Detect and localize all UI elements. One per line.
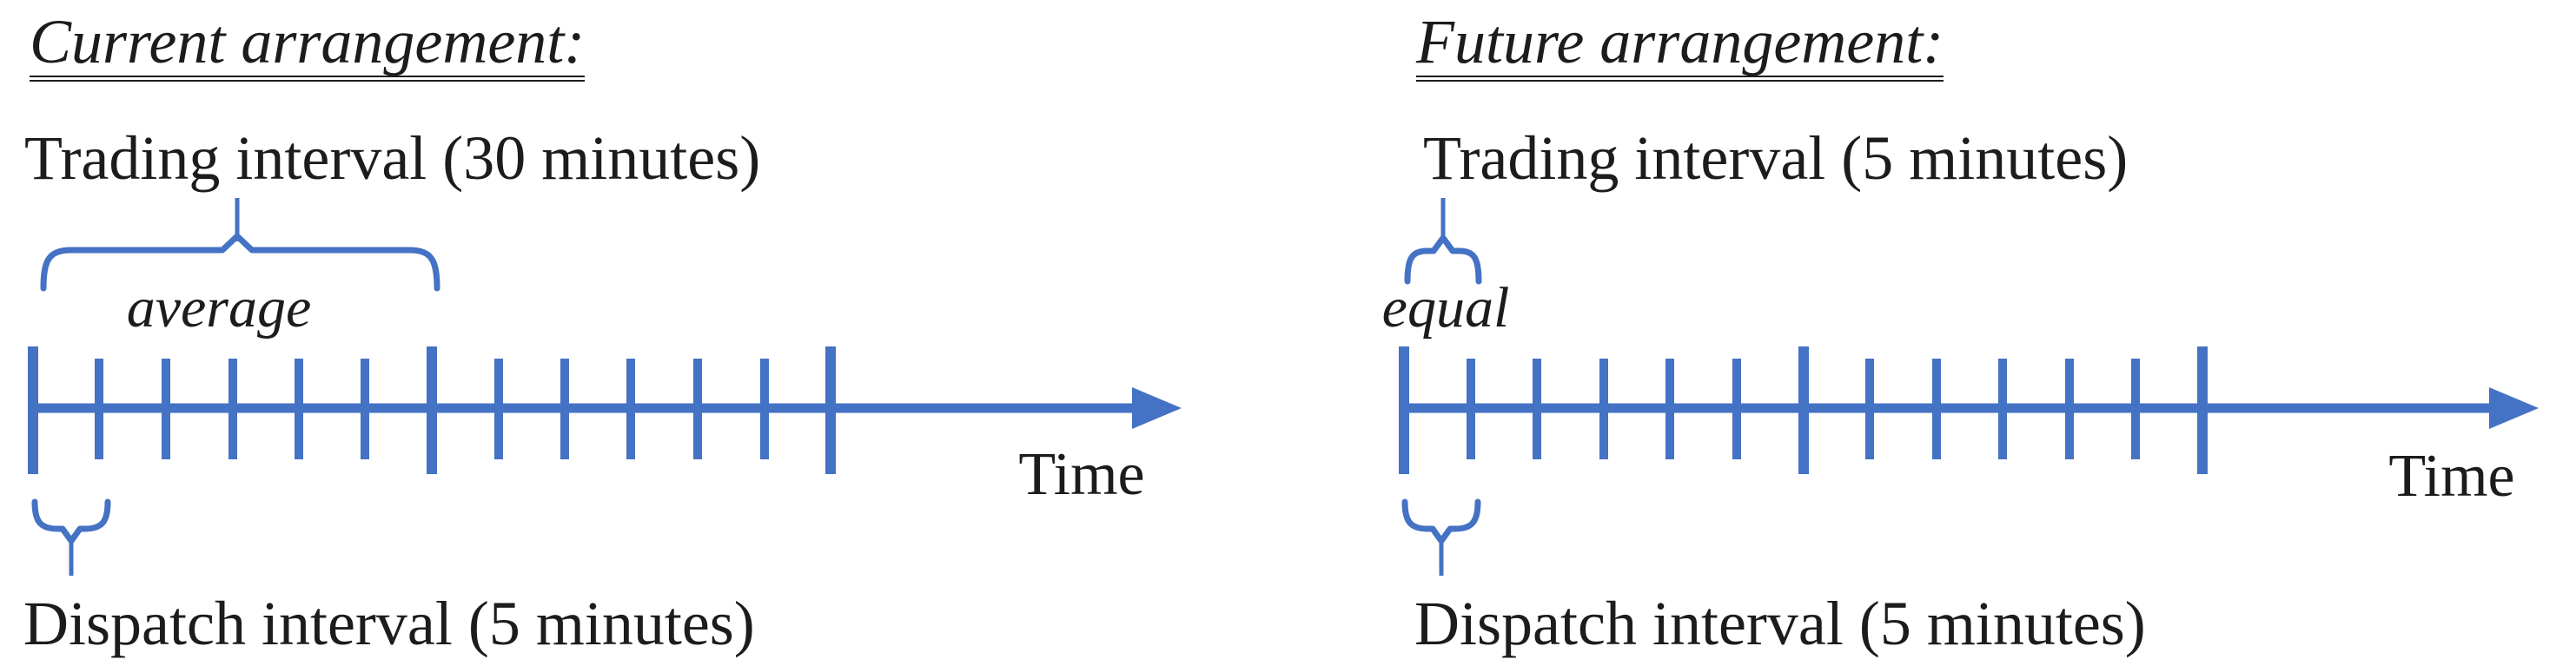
current-time-axis-label: Time — [1018, 441, 1145, 508]
current-dispatch-interval-label: Dispatch interval (5 minutes) — [23, 589, 755, 658]
future-dispatch-brace — [1401, 498, 1481, 544]
current-timeline — [28, 198, 1182, 576]
future-trading-interval-label: Trading interval (5 minutes) — [1423, 123, 2129, 193]
current-ticks — [28, 346, 836, 474]
current-relationship-label: average — [126, 276, 312, 340]
future-relationship-label: equal — [1381, 276, 1510, 340]
future-timeline — [1399, 198, 2539, 576]
current-dispatch-brace — [31, 498, 111, 544]
current-panel-title: Current arrangement: — [30, 10, 586, 82]
future-dispatch-interval-label: Dispatch interval (5 minutes) — [1414, 589, 2146, 658]
current-arrowhead-icon — [1132, 387, 1182, 429]
future-arrowhead-icon — [2489, 387, 2539, 429]
future-panel-title: Future arrangement: — [1416, 10, 1944, 82]
future-ticks — [1399, 346, 2208, 474]
current-trading-interval-label: Trading interval (30 minutes) — [24, 123, 761, 193]
future-trading-brace — [1404, 234, 1482, 285]
future-time-axis-label: Time — [2388, 443, 2515, 510]
